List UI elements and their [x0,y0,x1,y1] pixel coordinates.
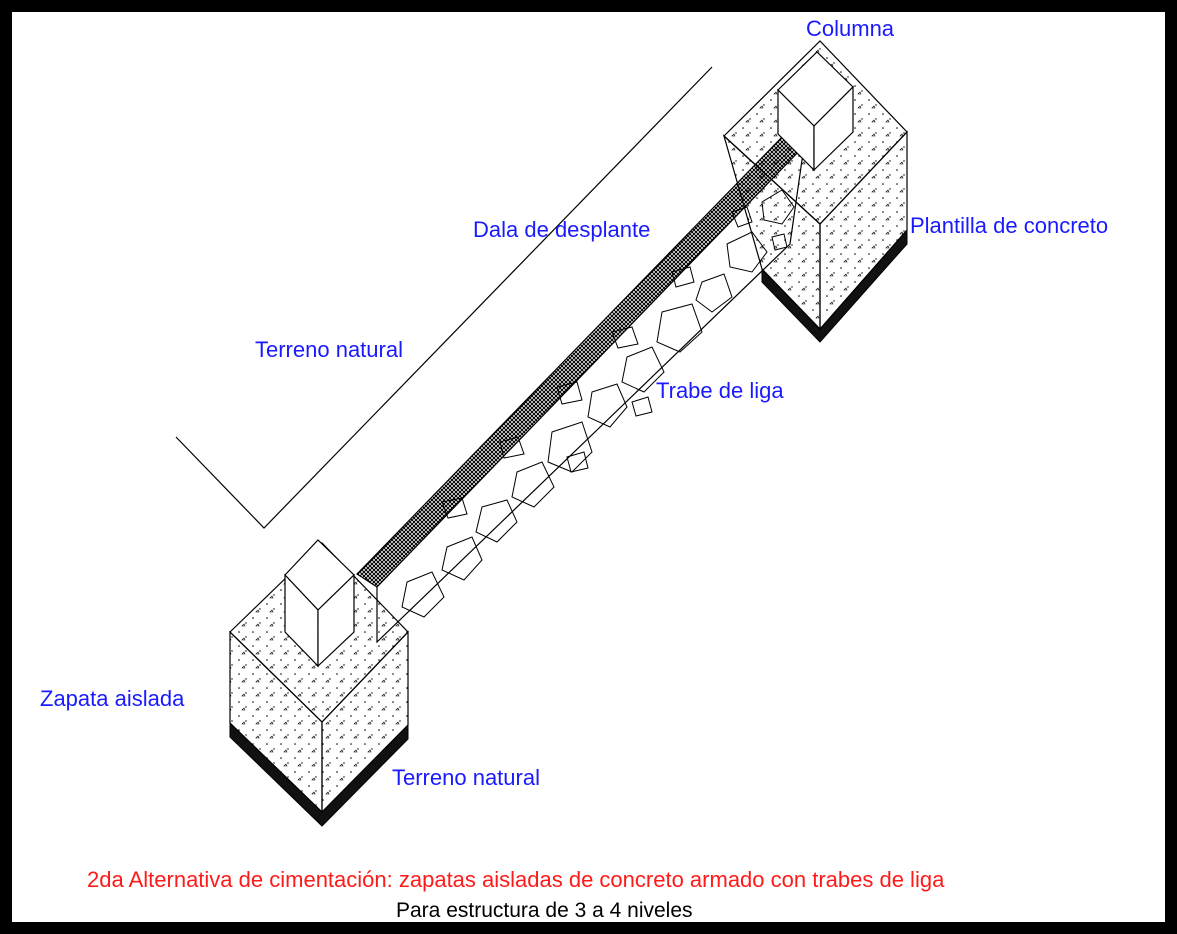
caption-subtitle: Para estructura de 3 a 4 niveles [396,899,693,922]
label-terreno-natural-bottom: Terreno natural [392,765,540,790]
dala-de-desplante [356,132,805,588]
label-terreno-natural-top: Terreno natural [255,337,403,362]
zapata-left-right-face [321,630,409,814]
terrain-line [175,66,713,529]
columna-right-right [813,85,854,172]
label-columna: Columna [806,16,895,41]
drawing-canvas: Columna Dala de desplante Plantilla de c… [12,12,1165,922]
zapata-right-right-face [819,130,908,331]
foundation-drawing [175,40,908,827]
label-dala-de-desplante: Dala de desplante [473,217,651,242]
caption-title: 2da Alternativa de cimentación: zapatas … [87,867,945,892]
label-plantilla-de-concreto: Plantilla de concreto [910,213,1109,238]
label-zapata-aislada: Zapata aislada [40,686,185,711]
columna-left-right [317,573,355,668]
label-trabe-de-liga: Trabe de liga [656,378,784,403]
trabe-stones [401,189,795,618]
